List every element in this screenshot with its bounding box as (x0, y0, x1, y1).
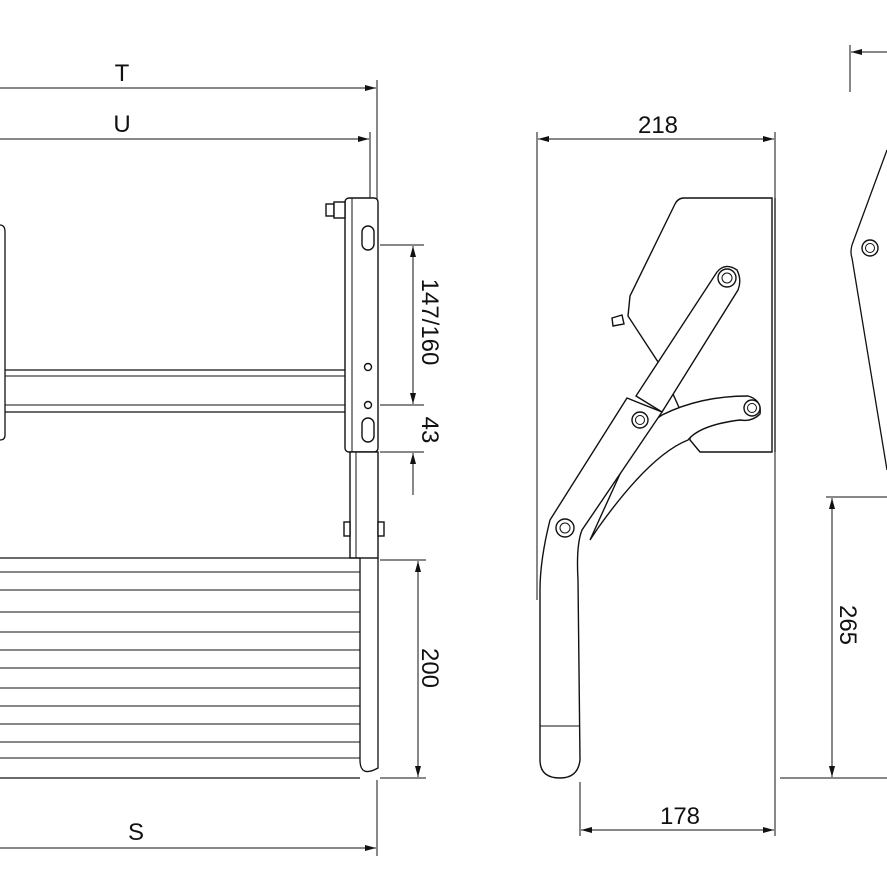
dim-label-265: 265 (834, 605, 861, 645)
step-tread (0, 557, 379, 779)
dim-label-U: U (113, 111, 130, 138)
dim-label-218: 218 (638, 112, 678, 139)
rear-view (780, 45, 887, 779)
dim-label-178: 178 (660, 803, 700, 830)
dim-label-T: T (115, 60, 130, 87)
dim-label-S: S (128, 819, 144, 846)
dim-label-147-160: 147/160 (416, 279, 443, 366)
side-view (536, 132, 776, 836)
support-leg (539, 397, 664, 779)
mounting-bracket (325, 197, 385, 559)
dim-label-43: 43 (416, 417, 443, 444)
dim-label-200: 200 (416, 648, 443, 688)
front-view (0, 80, 426, 856)
support-beam (5, 369, 345, 413)
